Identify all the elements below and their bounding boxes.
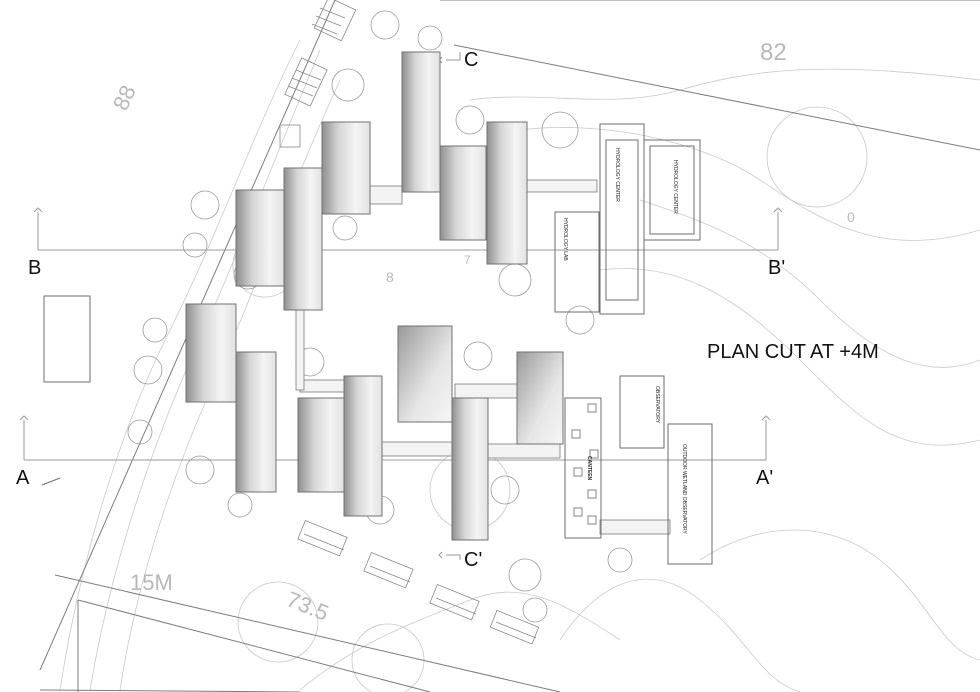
room-label-hydrology-lab: HYDROLOGY LAB (562, 218, 568, 261)
section-label-c: C (464, 49, 478, 71)
building-block (397, 325, 453, 423)
building-block (321, 121, 371, 215)
building-block (297, 397, 345, 493)
building-block (401, 51, 441, 193)
room-label-hydrology-center-1: HYDROLOGY CENTER (614, 148, 620, 202)
canteen-tables (571, 403, 599, 525)
room-label-canteen: CANTEEN (586, 456, 592, 481)
section-cut-lines (19, 52, 783, 560)
building-block (185, 303, 237, 403)
section-label-a: A (16, 467, 30, 489)
building-block (516, 351, 564, 445)
spot-level-73-5: 73.5 (283, 586, 332, 625)
building-block (486, 121, 528, 265)
building-block (451, 397, 489, 541)
plan-title: PLAN CUT AT +4M (707, 341, 879, 363)
room-label-outdoor-wetland: OUTDOOR WETLAND OBSERVATORY (681, 444, 687, 534)
room-label-observatory: OBSERVATORY (654, 386, 660, 424)
room-label-hydrology-center-2: HYDROLOGY CENTER (672, 160, 678, 214)
section-label-b-prime: B' (768, 257, 785, 279)
building-block (439, 145, 487, 241)
building-block (283, 167, 323, 311)
pavilions (554, 123, 713, 565)
spot-level-7: 7 (464, 253, 471, 267)
corridors (295, 179, 671, 535)
building-block (235, 351, 277, 493)
section-label-a-prime: A' (756, 467, 773, 489)
spot-level-0: 0 (847, 209, 855, 225)
spot-level-82: 82 (760, 39, 787, 66)
buildings (185, 51, 564, 541)
section-label-c-prime: C' (464, 549, 482, 571)
section-label-b: B (28, 257, 41, 279)
stairs (279, 0, 540, 645)
building-block (343, 375, 383, 517)
building-block (235, 189, 285, 287)
spot-level-15m: 15M (130, 570, 173, 595)
spot-level-8: 8 (386, 269, 394, 285)
spot-level-88: 88 (108, 81, 141, 114)
